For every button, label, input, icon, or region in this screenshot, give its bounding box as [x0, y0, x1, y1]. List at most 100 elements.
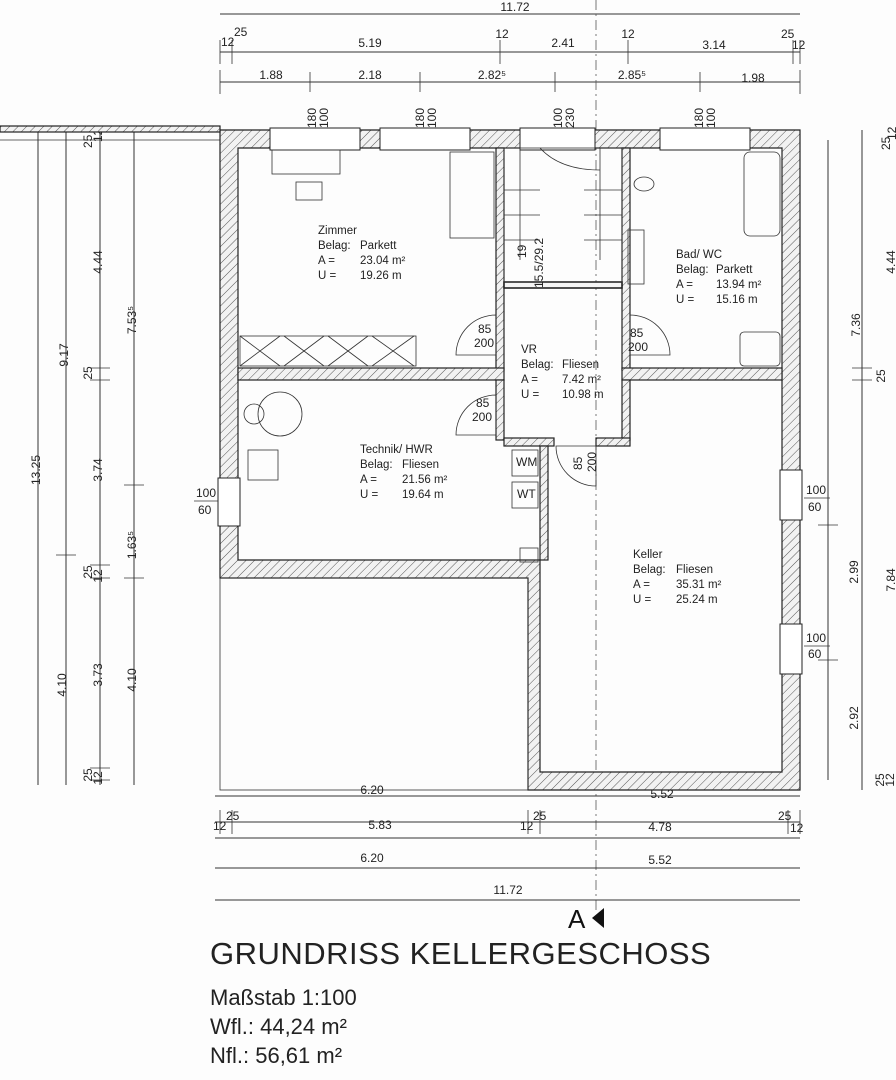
usable-area-label: Nfl.: 56,61 m² [210, 1043, 343, 1068]
dim-top-r2-h: 25 [781, 27, 795, 41]
desk-icon [271, 149, 341, 175]
dim-left-c3-g: 12 [91, 569, 105, 583]
dim-left-c3-a: 25 [81, 134, 95, 148]
dim-bottom-r1-f: 4.78 [648, 820, 672, 834]
dim-left-c3-e: 3.74 [91, 458, 105, 482]
boiler-icon [257, 391, 303, 437]
room-vr: VR Belag: Fliesen A = 7.42 m² U = 10.98 … [521, 344, 604, 401]
dim-right-c1-e: 7.84 [884, 568, 896, 592]
bottom-dimensions: 6.20 5.52 12 25 5.83 12 25 4.78 25 12 6.… [213, 783, 804, 901]
dim-left-c3-j: 12 [91, 771, 105, 785]
stair-rise: 19 [515, 244, 529, 258]
room-a-label: A = [360, 474, 377, 486]
dim-bottom-r1-c: 5.83 [368, 818, 392, 832]
room-belag-label: Belag: [676, 264, 709, 276]
shower-icon [739, 331, 781, 367]
doors: 85 200 85 200 85 200 85 200 [455, 314, 671, 487]
opening-2-a: 180 [413, 108, 427, 128]
room-u-label: U = [360, 489, 379, 501]
dim-top-r3-a: 1.88 [259, 68, 283, 82]
room-perimeter: 19.26 m [360, 270, 402, 282]
opening-1-b: 100 [317, 108, 331, 128]
room-perimeter: 15.16 m [716, 294, 758, 306]
opening-4-a: 180 [692, 108, 706, 128]
right-dimensions: 25 12 4.44 25 7.84 25 12 7.36 2.99 2.92 [818, 126, 896, 790]
dim-top-r2-b: 12 [221, 35, 235, 49]
room-name: Zimmer [318, 225, 357, 237]
dim-bottom-wall-a: 6.20 [360, 783, 384, 797]
room-perimeter: 19.64 m [402, 489, 444, 501]
room-u-label: U = [676, 294, 695, 306]
dim-left-c2-a: 9.17 [57, 343, 71, 367]
living-area-label: Wfl.: 44,24 m² [210, 1014, 347, 1039]
dim-right-c1-g: 12 [883, 773, 896, 787]
room-u-label: U = [633, 594, 652, 606]
opening-4-b: 100 [704, 108, 718, 128]
dim-bottom-r1-g: 25 [778, 809, 792, 823]
dim-top-r3-c: 2.82⁵ [478, 68, 506, 82]
door-3-h: 200 [472, 410, 492, 424]
dim-left-c3-f: 25 [81, 565, 95, 579]
dim-top-r3-e: 1.98 [741, 71, 765, 85]
door-3-w: 85 [476, 396, 490, 410]
dim-bottom-r2-b: 5.52 [648, 853, 672, 867]
dim-bottom-overall: 11.72 [493, 883, 522, 897]
door-2-w: 85 [630, 326, 644, 340]
bathtub-icon [743, 151, 781, 237]
dim-top-overall: 11.72 [500, 0, 529, 14]
dim-right-c2-a: 7.36 [849, 313, 863, 337]
dim-top-r2-g: 3.14 [702, 38, 726, 52]
window-1-h: 60 [198, 503, 212, 517]
dim-left-c3-c: 4.44 [91, 250, 105, 274]
window-1-w: 100 [196, 486, 216, 500]
dim-right-c2-b: 2.99 [847, 560, 861, 584]
door-4-w: 85 [571, 456, 585, 470]
stair: 19 15.5/29.2 [503, 147, 623, 288]
room-belag-label: Belag: [318, 240, 351, 252]
left-dimensions: 13.25 9.17 4.10 25 12 4.44 25 3.74 25 12… [0, 128, 220, 785]
dim-bottom-r1-a: 12 [213, 819, 227, 833]
room-belag: Fliesen [676, 564, 713, 576]
room-a-label: A = [521, 374, 538, 386]
dim-bottom-wall-b: 5.52 [650, 787, 674, 801]
room-area: 13.94 m² [716, 279, 762, 291]
washer-icon [511, 449, 539, 477]
room-zimmer: Zimmer Belag: Parkett A = 23.04 m² U = 1… [318, 225, 406, 282]
room-belag: Fliesen [562, 359, 599, 371]
room-belag-label: Belag: [360, 459, 393, 471]
dim-left-c4-c: 4.10 [125, 668, 139, 692]
room-belag: Parkett [716, 264, 753, 276]
top-dimensions: 11.72 25 12 5.19 12 2.41 12 3.14 25 12 1… [219, 0, 806, 128]
dim-right-c1-a: 25 [879, 136, 893, 150]
dim-bottom-r1-e: 25 [533, 809, 547, 823]
scale-label: Maßstab 1:100 [210, 985, 357, 1010]
window-3-h: 60 [808, 647, 822, 661]
room-belag-label: Belag: [521, 359, 554, 371]
dim-right-c1-b: 12 [885, 126, 896, 140]
dryer-label: WT [517, 487, 536, 501]
dim-top-r2-c: 5.19 [358, 36, 382, 50]
room-perimeter: 25.24 m [676, 594, 718, 606]
room-area: 23.04 m² [360, 255, 406, 267]
dryer-icon [511, 481, 539, 509]
wardrobe-icon [239, 335, 417, 367]
room-name: Keller [633, 549, 663, 561]
room-name: Bad/ WC [676, 249, 722, 261]
section-marker: A [568, 904, 604, 934]
dim-right-c1-c: 4.44 [884, 250, 896, 274]
furniture: WM WT [239, 149, 781, 563]
dim-bottom-r2-a: 6.20 [360, 851, 384, 865]
room-technik: Technik/ HWR Belag: Fliesen A = 21.56 m²… [360, 444, 448, 501]
dim-bottom-r1-h: 12 [790, 821, 804, 835]
dim-left-c2-b: 4.10 [55, 673, 69, 697]
room-a-label: A = [633, 579, 650, 591]
room-a-label: A = [318, 255, 335, 267]
room-belag: Fliesen [402, 459, 439, 471]
room-name: VR [521, 344, 537, 356]
dim-left-c3-i: 25 [81, 768, 95, 782]
dim-top-r2-e: 2.41 [551, 36, 575, 50]
opening-3-b: 230 [563, 108, 577, 128]
dim-left-c3-d: 25 [81, 366, 95, 380]
chair-icon [295, 181, 323, 201]
